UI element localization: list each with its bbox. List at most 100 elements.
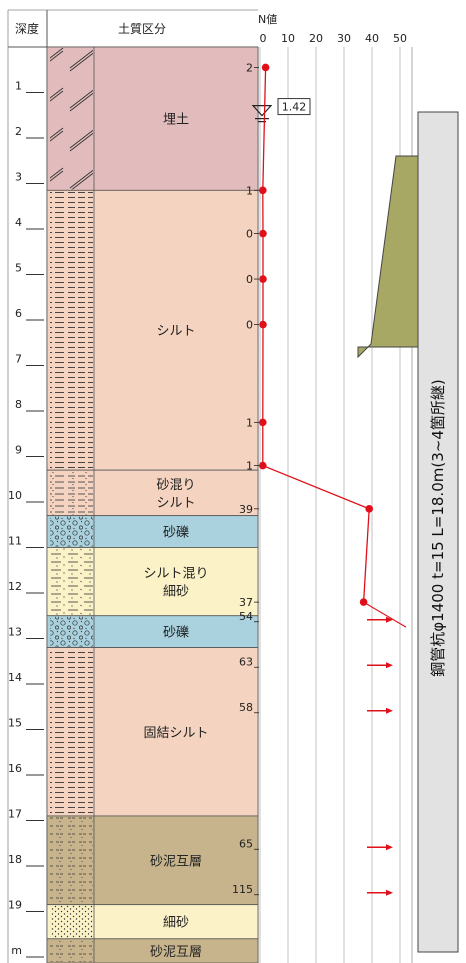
n-value-point: [365, 505, 374, 513]
soil-symbol: [50, 616, 93, 647]
soil-layer: 砂泥互層: [46, 815, 259, 906]
n-value-point: [259, 461, 267, 470]
n-value-tick-labels: 0 10 20 30 40 50: [260, 32, 408, 45]
pile-label: 鋼管杭φ1400 t=15 L=18.0m(3~4箇所継): [429, 379, 447, 676]
depth-tick-label: m: [11, 944, 22, 957]
depth-tick-label: 4: [15, 216, 22, 229]
water-level-icon: [251, 105, 273, 117]
n-value-grid: [257, 47, 413, 963]
depth-tick-label: 18: [8, 853, 22, 866]
water-level-marker: 1.42: [251, 98, 311, 123]
n-value-label: 37: [239, 596, 253, 609]
n-value-label: 1: [246, 184, 253, 197]
refusal-arrowhead: [386, 889, 393, 896]
soil-layer-label: 砂混りシルト: [156, 478, 195, 511]
n-value-label: 54: [239, 610, 253, 623]
soil-layer: 細砂: [46, 904, 259, 940]
n-value-label: 65: [239, 837, 253, 850]
refusal-arrowhead: [386, 707, 393, 714]
soil-symbol: [50, 191, 93, 470]
n-value-point: [259, 229, 267, 238]
depth-tick-label: 12: [8, 580, 22, 593]
n-tick-label: 50: [393, 32, 407, 45]
water-level-box: [277, 98, 311, 116]
depth-tick-label: 2: [15, 125, 22, 138]
table-header: 深度 土質区分 N値: [8, 9, 277, 48]
depth-tick-label: 16: [8, 762, 22, 775]
water-level-value: 1.42: [282, 101, 307, 114]
depth-tick-label: 17: [8, 808, 22, 821]
n-value-point: [261, 63, 270, 72]
n-tick-label: 10: [281, 32, 295, 45]
soil-symbol: [50, 471, 93, 515]
depth-tick-label: 14: [8, 671, 22, 684]
n-value-point: [259, 186, 267, 195]
n-value-label: 1: [246, 416, 253, 429]
n-value-label: 115: [232, 883, 253, 896]
soil-layer: 砂泥互層: [46, 938, 259, 963]
n-tick-label: 0: [260, 32, 267, 45]
n-value-label: 0: [246, 228, 253, 241]
soil-layer-label: シルト混り細砂: [143, 567, 208, 600]
n-value-label: 0: [246, 319, 253, 332]
soil-layer: 埋土: [46, 46, 259, 191]
depth-tick-label: 5: [15, 262, 22, 275]
soil-layer: 固結シルト: [46, 647, 259, 817]
n-tick-label: 40: [365, 32, 379, 45]
n-value-label: 1: [246, 460, 253, 473]
steel-pipe-pile: [417, 111, 459, 953]
soil-header: 土質区分: [118, 21, 166, 36]
depth-header: 深度: [15, 21, 39, 36]
depth-tick-label: 10: [8, 489, 22, 502]
soil-layer: シルト: [46, 189, 259, 471]
n-value-point: [259, 320, 267, 329]
soil-symbol: [50, 48, 93, 190]
soil-symbol: [50, 939, 93, 962]
soil-layer-label: 砂泥互層: [150, 945, 202, 960]
depth-tick-label: 7: [15, 353, 22, 366]
n-value-label: 2: [246, 61, 253, 74]
n-value-label: 0: [246, 273, 253, 286]
n-value-point: [259, 275, 267, 283]
soil-symbol: [50, 905, 93, 938]
n-value-point: [359, 598, 368, 606]
depth-tick-label: 9: [15, 444, 22, 457]
soil-layer-label: 砂礫: [163, 525, 189, 541]
depth-tick-label: 3: [15, 171, 22, 184]
soil-layer-label: 細砂: [163, 916, 189, 931]
soil-layer: 砂礫: [46, 615, 259, 649]
n-tick-label: 20: [309, 32, 323, 45]
soil-symbol: [50, 516, 93, 547]
n-value-label: 58: [239, 701, 253, 714]
depth-tick-label: 15: [8, 717, 22, 730]
soil-layer-label: 固結シルト: [143, 726, 208, 741]
depth-tick-label: 8: [15, 398, 22, 411]
soil-layer-label: 砂泥互層: [150, 854, 202, 869]
depth-tick-label: 6: [15, 307, 22, 320]
depth-tick-label: 11: [8, 535, 22, 548]
refusal-arrowhead: [386, 616, 393, 623]
depth-tick-label: 1: [15, 80, 22, 93]
n-value-point: [259, 418, 267, 427]
soil-symbol: [50, 816, 93, 904]
soil-layer-label: シルト: [156, 324, 195, 339]
n-value-label: 39: [239, 503, 253, 516]
depth-tick-label: 19: [8, 899, 22, 912]
n-value-header: N値: [258, 13, 277, 26]
refusal-arrowhead: [386, 844, 393, 851]
n-value-label: 63: [239, 655, 253, 668]
n-value-tail: [363, 601, 407, 628]
soil-symbol: [50, 648, 93, 815]
soil-layer-label: 埋土: [163, 113, 189, 128]
n-tick-label: 30: [337, 32, 351, 45]
soil-layer-label: 砂礫: [163, 625, 189, 641]
refusal-arrowhead: [386, 662, 393, 669]
depth-tick-label: 13: [8, 626, 22, 639]
soil-layer: 砂礫: [46, 515, 259, 548]
soil-layer: シルト混り細砂: [46, 547, 259, 617]
soil-symbol: [50, 548, 93, 615]
